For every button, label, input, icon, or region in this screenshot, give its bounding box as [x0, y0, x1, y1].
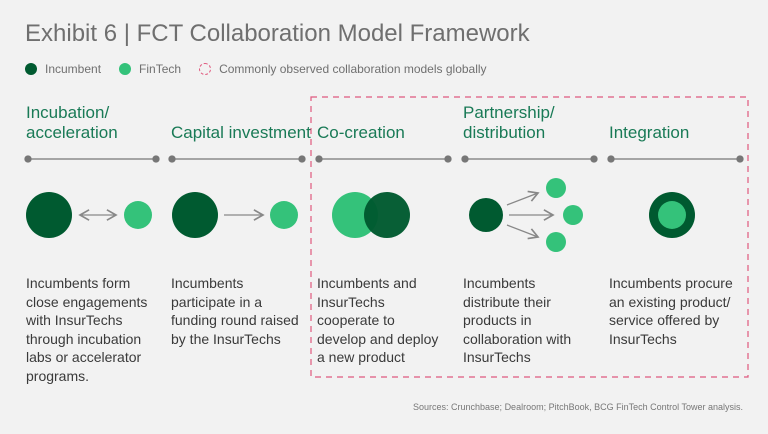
- sources-note: Sources: Crunchbase; Dealroom; PitchBook…: [413, 402, 743, 412]
- incumbent-dot-icon: [25, 63, 37, 75]
- legend-label: Incumbent: [45, 62, 102, 76]
- model-description: Incumbents participate in a funding roun…: [171, 275, 299, 347]
- legend-common: Commonly observed collaboration models g…: [199, 62, 487, 76]
- cocreation-graphic: [332, 192, 410, 238]
- model-title: Partnership/ distribution: [463, 103, 555, 142]
- model-description: Incumbents procure an existing product/ …: [609, 275, 733, 347]
- legend: Incumbent FinTech Commonly observed coll…: [25, 62, 505, 76]
- common-models-box: [310, 96, 749, 378]
- model-title: Capital investment: [171, 123, 311, 142]
- model-description: Incumbents distribute their products in …: [463, 275, 572, 365]
- legend-label: FinTech: [139, 62, 182, 76]
- partnership-graphic: [469, 178, 583, 252]
- model-description: Incumbents form close engagements with I…: [26, 275, 148, 384]
- dashed-circle-icon: [199, 63, 212, 75]
- incubation-graphic: [26, 192, 152, 238]
- legend-incumbent: Incumbent: [25, 62, 101, 76]
- legend-label: Commonly observed collaboration models g…: [219, 62, 487, 76]
- capital-graphic: [172, 192, 298, 238]
- legend-fintech: FinTech: [119, 62, 181, 76]
- integration-graphic: [649, 192, 695, 238]
- fintech-dot-icon: [119, 63, 132, 75]
- page-title: Exhibit 6 | FCT Collaboration Model Fram…: [25, 20, 530, 47]
- model-title: Incubation/ acceleration: [26, 103, 118, 142]
- model-description: Incumbents and InsurTechs cooperate to d…: [317, 275, 439, 365]
- model-title: Co-creation: [317, 123, 405, 142]
- timelines: [24, 155, 744, 163]
- model-title: Integration: [609, 123, 690, 142]
